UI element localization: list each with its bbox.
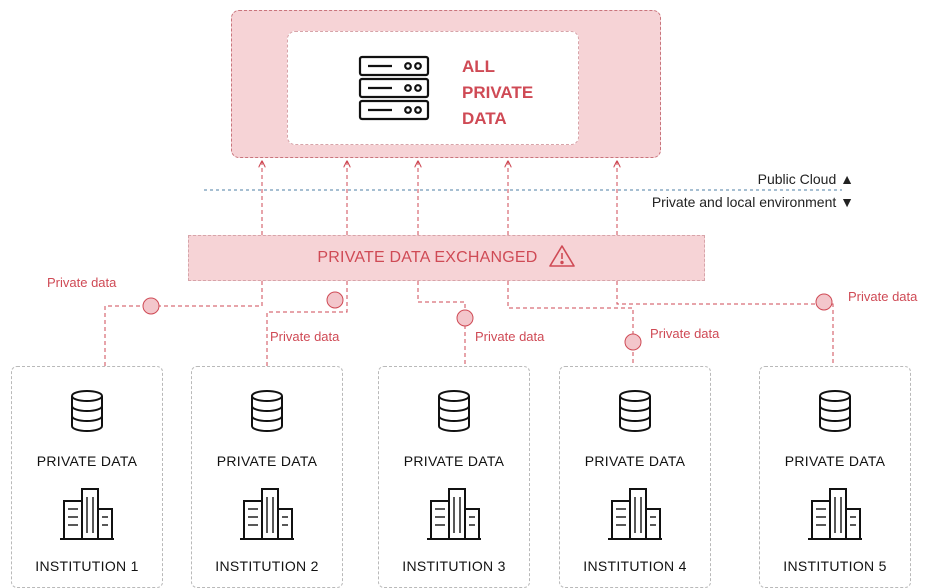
flow-node-4 (624, 333, 642, 351)
wire-institution-4 (507, 281, 634, 366)
private-data-label: PRIVATE DATA (784, 453, 886, 469)
warning-triangle-icon (548, 244, 576, 273)
institution-card-2: PRIVATE DATA INSTITUTION 2 (191, 366, 343, 588)
database-icon (617, 389, 653, 438)
cloud-title-line: DATA (462, 109, 507, 128)
database-icon (817, 389, 853, 438)
institution-name: INSTITUTION 3 (402, 558, 506, 574)
cloud-title-line: PRIVATE (462, 83, 534, 102)
institution-name: INSTITUTION 1 (35, 558, 139, 574)
flow-label-3: Private data (475, 329, 545, 344)
database-icon (69, 389, 105, 438)
private-environment-label: Private and local environment ▼ (651, 194, 854, 210)
public-cloud-label: Public Cloud ▲ (757, 171, 854, 187)
private-data-label: PRIVATE DATA (36, 453, 138, 469)
building-icon (238, 487, 296, 546)
institution-name: INSTITUTION 5 (783, 558, 887, 574)
flow-label-2: Private data (270, 329, 340, 344)
database-icon (436, 389, 472, 438)
building-icon (425, 487, 483, 546)
private-data-label: PRIVATE DATA (216, 453, 318, 469)
institution-card-4: PRIVATE DATA INSTITUTION 4 (559, 366, 711, 588)
flow-label-5: Private data (848, 289, 918, 304)
flow-node-2 (326, 291, 344, 309)
exchange-label: PRIVATE DATA EXCHANGED (317, 249, 538, 266)
institution-name: INSTITUTION 4 (583, 558, 687, 574)
all-private-data-store (287, 31, 579, 145)
flow-node-3 (456, 309, 474, 327)
flow-label-1: Private data (47, 275, 117, 290)
building-icon (58, 487, 116, 546)
private-data-exchanged-bar: PRIVATE DATA EXCHANGED (188, 235, 705, 281)
flow-node-5 (815, 293, 833, 311)
institution-card-1: PRIVATE DATA INSTITUTION 1 (11, 366, 163, 588)
private-data-label: PRIVATE DATA (403, 453, 505, 469)
institution-name: INSTITUTION 2 (215, 558, 319, 574)
wire-institution-5 (616, 281, 834, 366)
institution-card-3: PRIVATE DATA INSTITUTION 3 (378, 366, 530, 588)
building-icon (806, 487, 864, 546)
cloud-title-line: ALL (462, 57, 496, 76)
cloud-title: ALL PRIVATE DATA (462, 54, 533, 132)
wire-institution-2 (266, 281, 348, 366)
institution-card-5: PRIVATE DATA INSTITUTION 5 (759, 366, 911, 588)
database-icon (249, 389, 285, 438)
wire-institution-3 (417, 281, 466, 366)
flow-label-4: Private data (650, 326, 720, 341)
server-rack-icon (358, 55, 430, 126)
wire-institution-1 (104, 281, 263, 366)
flow-node-1 (142, 297, 160, 315)
private-data-label: PRIVATE DATA (584, 453, 686, 469)
building-icon (606, 487, 664, 546)
